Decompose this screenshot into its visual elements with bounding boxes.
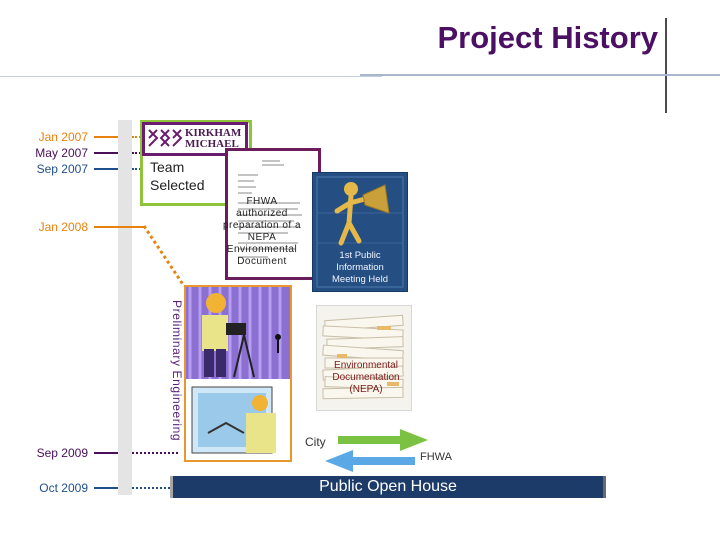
letter-lines-icon bbox=[238, 160, 302, 258]
environmental-documentation-label: Environmental Documentation (NEPA) bbox=[332, 360, 400, 395]
arrow-left-icon bbox=[325, 450, 415, 472]
fhwa-authorized-label: FHWA authorized preparation of a NEPA En… bbox=[222, 196, 302, 267]
public-open-house-label: Public Open House bbox=[319, 478, 457, 495]
tick-jan-2008 bbox=[94, 226, 144, 228]
team-selected-label: Team Selected bbox=[150, 159, 205, 193]
paper-stack-icon bbox=[322, 314, 404, 400]
title-underline bbox=[0, 76, 382, 77]
preliminary-engineering-image bbox=[184, 285, 292, 462]
km-logo-mark-icon bbox=[148, 129, 183, 147]
tick-oct-2009 bbox=[94, 487, 118, 489]
date-jan-2008: Jan 2008 bbox=[38, 220, 88, 234]
tick-sep-2009 bbox=[94, 452, 118, 454]
connector-sep-2009 bbox=[132, 452, 178, 454]
kirkham-michael-logo: KIRKHAM MICHAEL bbox=[142, 122, 248, 156]
authorization-letter-image bbox=[225, 148, 321, 280]
city-label: City bbox=[305, 435, 326, 449]
tick-jan-2007 bbox=[94, 136, 118, 138]
connector-sep-2007 bbox=[132, 168, 144, 170]
date-sep-2009: Sep 2009 bbox=[36, 446, 88, 460]
tick-sep-2007 bbox=[94, 168, 118, 170]
fhwa-label: FHWA bbox=[420, 451, 452, 463]
tick-may-2007 bbox=[94, 152, 118, 154]
megaphone-figure-icon bbox=[316, 176, 404, 288]
title-horizontal-rule bbox=[360, 74, 720, 76]
title-vertical-rule bbox=[665, 18, 667, 113]
date-may-2007: May 2007 bbox=[35, 146, 88, 160]
public-meeting-image bbox=[312, 172, 408, 292]
connector-oct-2009 bbox=[132, 487, 170, 489]
public-open-house-banner bbox=[170, 476, 606, 498]
page-title: Project History bbox=[437, 20, 658, 55]
logo-line-2: MICHAEL bbox=[185, 138, 239, 150]
public-meeting-label: 1st Public Information Meeting Held bbox=[332, 250, 388, 285]
preliminary-engineering-label: Preliminary Engineering bbox=[170, 300, 184, 442]
connector-jan-2007 bbox=[132, 136, 144, 138]
surveyor-drafter-icon bbox=[186, 287, 290, 460]
environmental-documents-image bbox=[316, 305, 412, 411]
connector-may-2007 bbox=[132, 152, 144, 154]
arrow-right-icon bbox=[338, 429, 428, 451]
date-sep-2007: Sep 2007 bbox=[36, 162, 88, 176]
logo-line-1: KIRKHAM bbox=[185, 127, 242, 139]
date-oct-2009: Oct 2009 bbox=[39, 481, 88, 495]
date-jan-2007: Jan 2007 bbox=[38, 130, 88, 144]
connector-jan-2008-diagonal bbox=[142, 225, 186, 287]
timeline-bar bbox=[118, 120, 132, 495]
